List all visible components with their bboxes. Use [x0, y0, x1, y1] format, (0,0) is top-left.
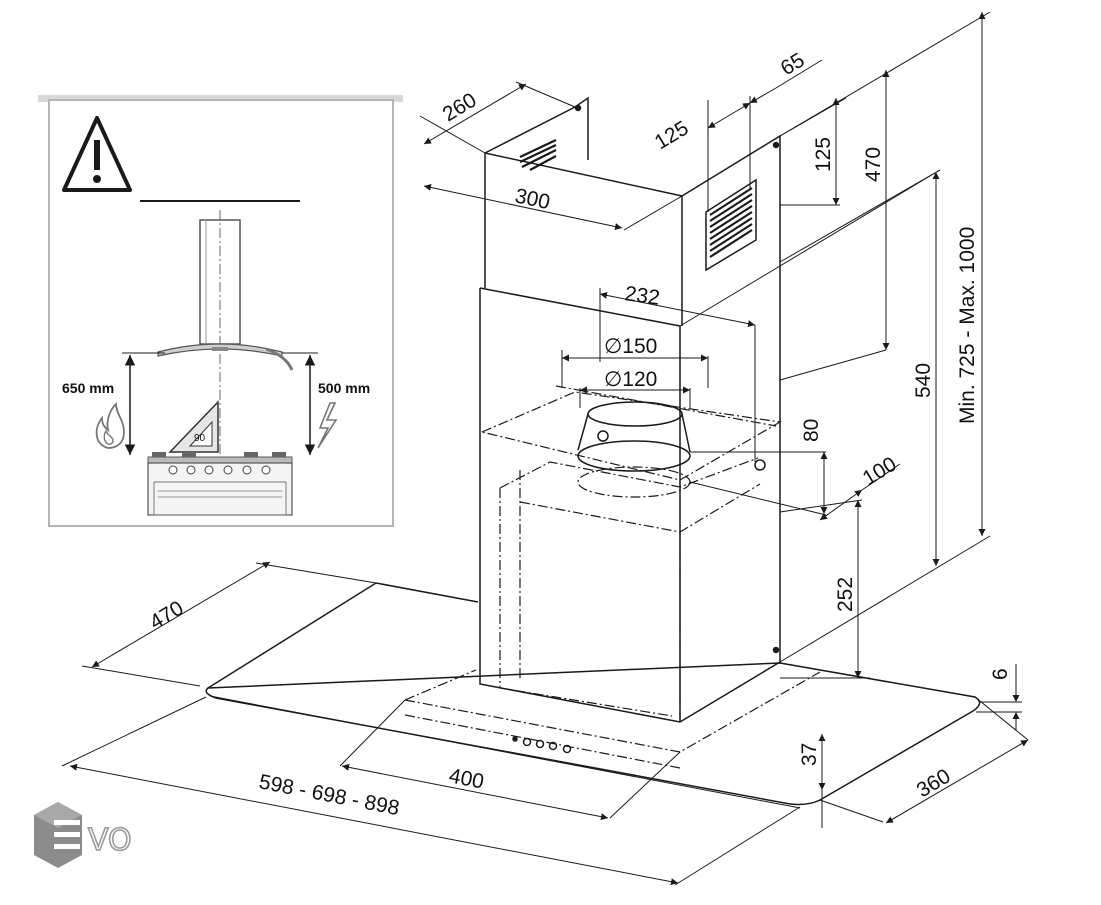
dim-outlet-outer: ∅150: [604, 335, 657, 358]
set-square-icon: 90: [168, 400, 219, 453]
set-square-angle: 90: [194, 433, 206, 444]
dim-chimney-top-width: 300: [513, 184, 552, 214]
dim-chimney-top-depth: 260: [439, 89, 481, 127]
dim-bracket-offset: 65: [777, 49, 809, 81]
dim-upper-chimney-height: 470: [862, 147, 885, 182]
lightning-icon: [317, 402, 338, 449]
inset-cooktop: [147, 452, 293, 516]
dim-lower-chimney-height: 540: [912, 363, 935, 398]
dim-hood-width: 598 - 698 - 898: [257, 770, 401, 820]
logo-text: VO: [88, 823, 132, 858]
back-vent-grille: [519, 139, 557, 171]
chimney-vent-grille: [705, 178, 757, 272]
dim-total-height: Min. 725 - Max. 1000: [956, 227, 979, 424]
warning-triangle-icon: [62, 116, 132, 192]
dimension-lines: [61, 11, 1029, 886]
inset-hood-drawing: [157, 210, 294, 515]
safety-inset-panel: 650 mm 500 mm 90: [38, 95, 403, 527]
dim-outlet-inner: ∅120: [604, 368, 657, 391]
dim-side-depth: 360: [913, 765, 955, 803]
dim-chimney-vent-height: 125: [812, 137, 835, 172]
dim-glass-thickness: 6: [989, 668, 1012, 680]
dim-front-offset: 37: [798, 743, 821, 766]
flame-icon: [95, 401, 125, 449]
dim-inner-width: 400: [447, 764, 486, 793]
gas-clearance-label: 650 mm: [62, 380, 114, 396]
dim-flange-height: 80: [800, 419, 823, 442]
dim-flange-depth: 100: [859, 453, 901, 491]
dim-body-height: 252: [834, 577, 857, 612]
dim-bracket-spacing: 125: [651, 117, 693, 155]
dim-hood-depth: 470: [146, 597, 188, 635]
evo-logo: VO: [34, 802, 132, 868]
electric-clearance-label: 500 mm: [318, 380, 370, 396]
dim-flange-width: 232: [623, 282, 661, 310]
